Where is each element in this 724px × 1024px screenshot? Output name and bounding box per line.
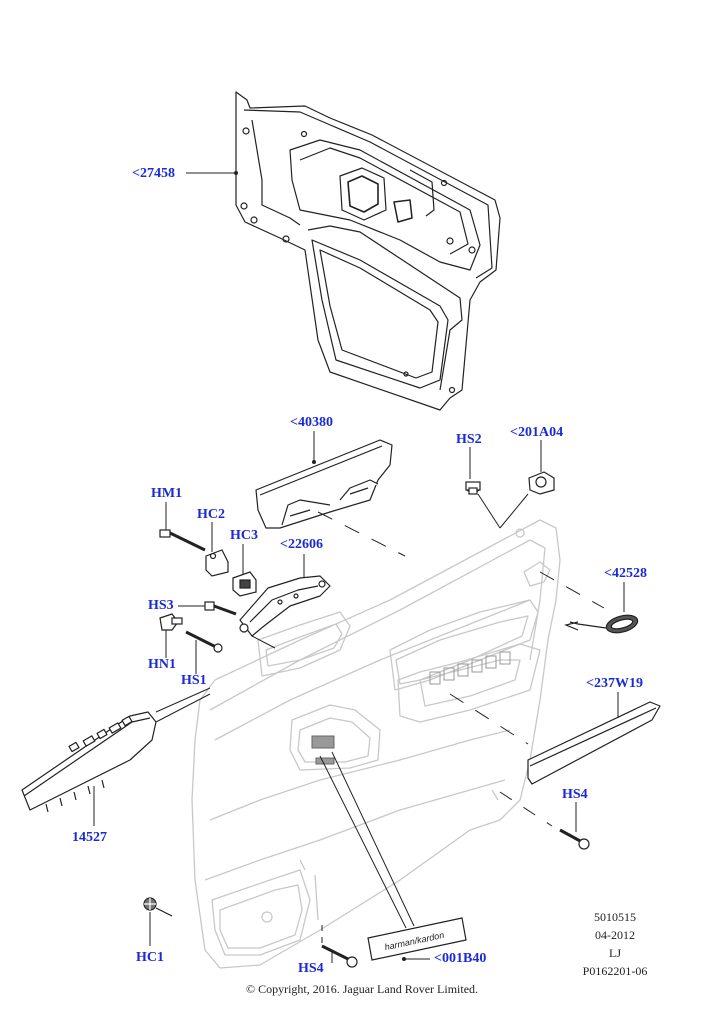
hc2-bracket-part <box>205 549 229 577</box>
leader-dot-27458 <box>234 171 238 175</box>
hc3-bracket-part <box>232 571 257 597</box>
hs3-screw-part <box>204 601 237 616</box>
callout-22606: <22606 <box>280 537 323 552</box>
callout-hs4-bottom: HS4 <box>298 961 324 976</box>
leader-dot-001B40 <box>402 957 406 961</box>
window-switch-pack-on-door <box>429 651 511 685</box>
diagram-code-1: 5010515 <box>594 910 636 924</box>
callout-hm1: HM1 <box>151 486 183 501</box>
callout-201A04: <201A04 <box>510 425 564 440</box>
pointer-14527-a <box>155 693 211 723</box>
leader-dot-40380 <box>312 460 316 464</box>
callout-hc3: HC3 <box>230 528 258 543</box>
callout-hs2: HS2 <box>456 432 482 447</box>
callout-hs3: HS3 <box>148 598 174 613</box>
callout-237W19: <237W19 <box>586 676 643 691</box>
hs2-screw-part <box>465 481 481 495</box>
harman-grille-on-door <box>311 735 335 765</box>
hc1-clip-part <box>143 897 173 917</box>
diagram-date: 04-2012 <box>595 928 635 942</box>
callout-14527: 14527 <box>72 830 107 845</box>
callout-001B40: <001B40 <box>434 951 487 966</box>
clip-201A04-part <box>528 471 555 495</box>
callout-hc2: HC2 <box>197 507 225 522</box>
diagram-illustration-id: P0162201-06 <box>582 964 648 978</box>
emblem-42528-part <box>564 614 639 634</box>
pointer-14527-b <box>155 687 211 713</box>
dash-42528 <box>539 571 605 609</box>
handle-bracket-22606-part <box>239 575 331 637</box>
hs4-bottom-screw-part <box>321 944 358 968</box>
hs4-right-screw-part <box>559 828 590 850</box>
hm1-screw-part <box>159 529 206 552</box>
callout-hs1: HS1 <box>181 673 207 688</box>
dash-hs2 <box>477 493 501 529</box>
pointer-001B40-a <box>319 755 407 929</box>
pointer-001B40-b <box>331 751 415 927</box>
door-insulator-panel <box>235 91 501 411</box>
dash-237W19 <box>449 693 529 745</box>
window-switch-pack-14527-part <box>21 711 157 813</box>
trim-strip-237W19-part <box>527 701 661 785</box>
hs1-screw-part <box>185 630 223 653</box>
dash-22606 <box>251 635 276 649</box>
dash-40380 <box>317 511 406 557</box>
callout-hn1: HN1 <box>148 657 176 672</box>
copyright-notice: © Copyright, 2016. Jaguar Land Rover Lim… <box>245 982 479 996</box>
door-top-rail-part <box>255 439 393 529</box>
hn1-nut-part <box>159 613 183 631</box>
dash-hs4-right <box>499 791 553 827</box>
callout-27458: <27458 <box>132 166 175 181</box>
dash-201A04 <box>499 493 529 529</box>
callout-42528: <42528 <box>604 566 647 581</box>
harman-badge-001B40-part: harman/kardon <box>367 917 467 961</box>
door-trim-panel-ghost <box>191 519 561 969</box>
callout-40380: <40380 <box>290 415 333 430</box>
callout-hs4-right: HS4 <box>562 787 588 802</box>
callout-hc1: HC1 <box>136 950 164 965</box>
diagram-vehicle-code: LJ <box>609 946 621 960</box>
